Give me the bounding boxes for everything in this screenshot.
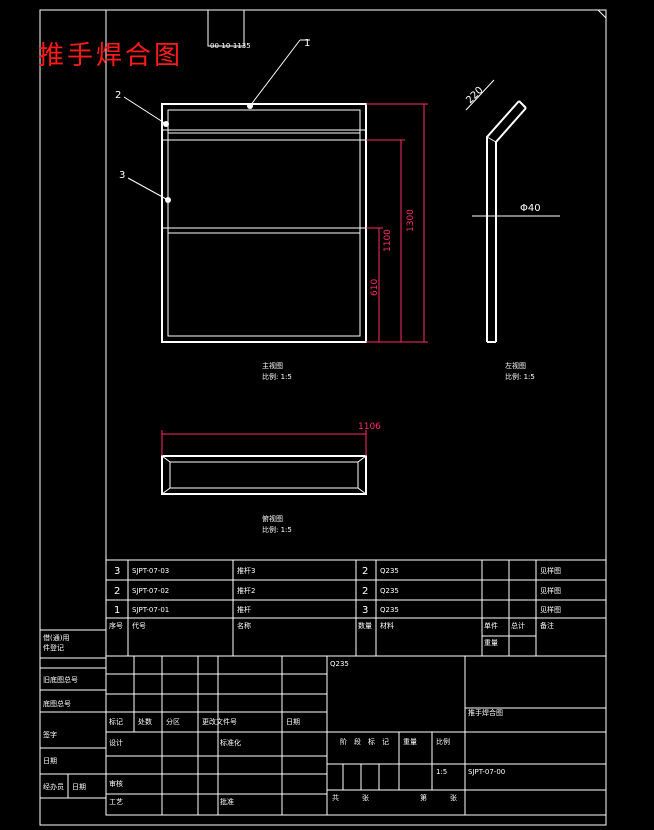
- corner-mark: [597, 9, 607, 19]
- parts-list-header: 序号 代号 名称 数量 材料 单件 总计 重量 备注: [109, 621, 554, 647]
- side-view-scale: 比例: 1:5: [505, 372, 535, 381]
- svg-text:比例: 比例: [436, 737, 450, 746]
- tb-drawing-no: SJPT-07-00: [468, 768, 505, 776]
- dim-height-total: 1300: [406, 209, 416, 232]
- front-view-name: 主视图: [262, 361, 283, 370]
- tb-scale: 1:5: [436, 768, 447, 776]
- svg-text:处数: 处数: [138, 717, 152, 726]
- svg-text:Q235: Q235: [380, 587, 399, 595]
- svg-text:2: 2: [114, 586, 120, 597]
- top-view-scale: 比例: 1:5: [262, 525, 292, 534]
- balloon-2: 2: [115, 90, 121, 101]
- svg-text:材料: 材料: [380, 621, 394, 630]
- svg-text:分区: 分区: [166, 717, 180, 726]
- svg-text:3: 3: [114, 566, 120, 577]
- top-view: [161, 455, 367, 495]
- svg-text:代号: 代号: [132, 621, 146, 630]
- svg-text:记: 记: [382, 738, 389, 746]
- tb-drawing-name: 推手焊合图: [468, 708, 503, 717]
- svg-text:标准化: 标准化: [220, 738, 241, 747]
- parts-list-row-3: 1 SJPT-07-01 推杆 3 Q235 见样图: [114, 605, 561, 616]
- svg-text:件登记: 件登记: [43, 643, 64, 652]
- leader-2: [123, 96, 167, 125]
- inner-frame: [105, 9, 607, 816]
- svg-text:单件: 单件: [484, 621, 498, 630]
- svg-text:设计: 设计: [109, 738, 123, 747]
- svg-text:标记: 标记: [109, 717, 123, 726]
- svg-text:SJPT-07-03: SJPT-07-03: [132, 567, 169, 575]
- front-view-scale: 比例: 1:5: [262, 372, 292, 381]
- svg-text:阶: 阶: [340, 737, 347, 746]
- dim-diameter: Φ40: [520, 203, 541, 214]
- front-dimensions: [366, 103, 428, 343]
- svg-text:标: 标: [368, 737, 375, 746]
- svg-text:张: 张: [450, 793, 457, 802]
- svg-text:见样图: 见样图: [540, 605, 561, 614]
- title-stamp: 00-10-1135: [210, 42, 251, 50]
- title-block-grid: [106, 656, 606, 815]
- parts-list-grid: [106, 559, 606, 657]
- svg-text:备注: 备注: [540, 621, 554, 630]
- balloon-1: 1: [304, 38, 310, 49]
- svg-text:底图总号: 底图总号: [43, 699, 71, 708]
- left-block: 借(通)用 件登记 旧底图总号 底图总号 签字 日期 经办员 日期: [40, 629, 106, 799]
- svg-text:经办员: 经办员: [43, 782, 64, 791]
- svg-text:重量: 重量: [403, 738, 417, 746]
- svg-text:总计: 总计: [511, 621, 525, 630]
- svg-text:共: 共: [332, 793, 339, 802]
- svg-text:Q235: Q235: [380, 567, 399, 575]
- svg-text:名称: 名称: [237, 621, 251, 630]
- drawing-title: 推手焊合图: [38, 41, 183, 71]
- top-view-name: 俯视图: [262, 514, 283, 523]
- svg-text:1: 1: [114, 605, 120, 616]
- svg-text:推杆: 推杆: [237, 605, 251, 614]
- svg-text:数量: 数量: [358, 621, 372, 630]
- svg-text:日期: 日期: [72, 783, 86, 791]
- dim-width: 1106: [358, 422, 381, 432]
- svg-text:序号: 序号: [109, 621, 123, 630]
- svg-text:签字: 签字: [43, 730, 57, 739]
- svg-text:日期: 日期: [43, 757, 57, 765]
- svg-text:2: 2: [362, 566, 368, 577]
- leader-3: [127, 177, 169, 201]
- svg-text:Q235: Q235: [380, 606, 399, 614]
- side-view-name: 左视图: [505, 361, 526, 370]
- svg-text:借(通)用: 借(通)用: [43, 633, 69, 642]
- parts-list-row-2: 2 SJPT-07-02 推杆2 2 Q235 见样图: [114, 586, 561, 597]
- svg-text:工艺: 工艺: [109, 798, 123, 806]
- dim-height-mid: 1100: [383, 229, 393, 252]
- svg-text:SJPT-07-01: SJPT-07-01: [132, 606, 169, 614]
- svg-text:见样图: 见样图: [540, 586, 561, 595]
- svg-text:重量: 重量: [484, 639, 498, 647]
- leader-1: [249, 39, 301, 107]
- svg-text:旧底图总号: 旧底图总号: [43, 675, 78, 684]
- tb-material: Q235: [330, 660, 349, 668]
- svg-text:推杆3: 推杆3: [237, 566, 255, 575]
- svg-text:审核: 审核: [109, 779, 123, 788]
- parts-list-row-1: 3 SJPT-07-03 推杆3 2 Q235 见样图: [114, 566, 561, 577]
- outer-frame: [39, 9, 607, 826]
- svg-text:见样图: 见样图: [540, 566, 561, 575]
- side-view: [486, 100, 527, 343]
- svg-text:张: 张: [362, 793, 369, 802]
- svg-text:2: 2: [362, 586, 368, 597]
- dim-angle-line: [465, 79, 495, 111]
- svg-text:3: 3: [362, 605, 368, 616]
- svg-text:段: 段: [354, 737, 361, 746]
- title-stamp-box: [207, 9, 245, 47]
- svg-text:批准: 批准: [220, 797, 234, 806]
- title-block-text: Q235 推手焊合图 SJPT-07-00 1:5 标记 处数 分区 更改文件号…: [109, 660, 505, 806]
- front-view: [161, 103, 367, 343]
- svg-text:日期: 日期: [286, 718, 300, 726]
- svg-text:SJPT-07-02: SJPT-07-02: [132, 587, 169, 595]
- svg-text:第: 第: [420, 793, 427, 802]
- svg-text:更改文件号: 更改文件号: [202, 717, 237, 726]
- balloon-3: 3: [119, 170, 125, 181]
- svg-text:推杆2: 推杆2: [237, 586, 255, 595]
- dim-height-low: 610: [370, 279, 380, 296]
- dim-angle-len: 220: [464, 85, 485, 106]
